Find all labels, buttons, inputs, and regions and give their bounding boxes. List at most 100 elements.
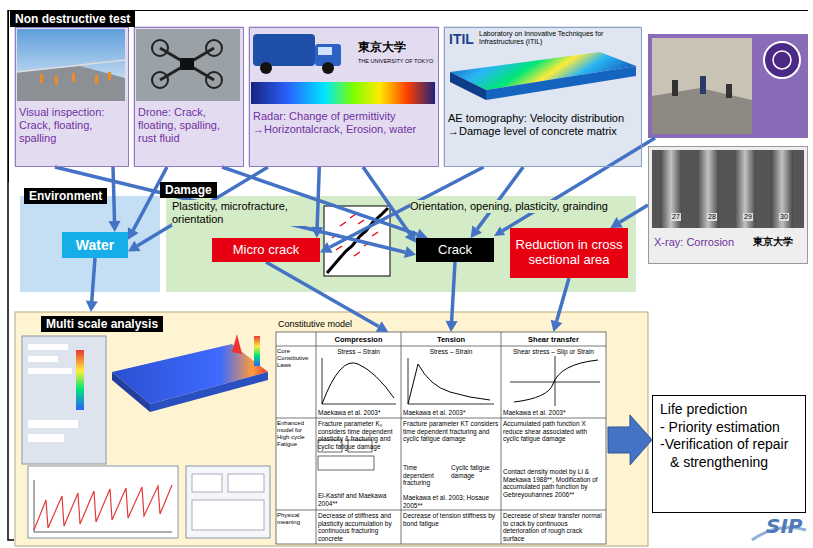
citation: Contact density model by Li & Maekawa 19…	[503, 468, 604, 498]
section-tab: Damage	[160, 182, 217, 198]
scale-number: 28	[707, 213, 717, 221]
citation: Maekawa et al. 2003; Hosaue 2005**	[403, 494, 499, 509]
background-illustration	[672, 80, 678, 96]
cell-text: Time dependent fracturing	[403, 464, 449, 487]
table-title: Constitutive model	[278, 319, 352, 330]
background-illustration	[17, 66, 125, 101]
background-illustration	[276, 332, 606, 544]
method-caption: Radar: Change of permittivity →Horizonta…	[253, 110, 435, 136]
scale-number: 29	[743, 213, 753, 221]
logo-text: ITIL	[449, 31, 474, 48]
background-illustration	[14, 26, 128, 166]
logo-text: SIP	[766, 514, 803, 538]
citation: El-Kashif and Maekawa 2004**	[318, 492, 399, 507]
background-illustration	[136, 29, 240, 101]
column-header: Tension	[401, 332, 501, 346]
background-illustration	[248, 26, 438, 166]
background-illustration	[206, 40, 222, 56]
damage-box: Micro crack	[212, 238, 320, 262]
column-header: Shear transfer	[501, 332, 606, 346]
annotation: Plasticity, microfracture, orientation	[172, 200, 304, 226]
background-illustration	[186, 466, 270, 538]
connector-arrow	[311, 167, 323, 238]
box-label: Crack	[438, 242, 472, 258]
background-illustration	[503, 138, 656, 231]
background-illustration	[253, 34, 315, 66]
logo-text: THE UNIVERSITY OF TOKYO	[358, 58, 438, 65]
connector-arrow	[128, 167, 167, 240]
background-illustration	[34, 485, 172, 530]
arrow-head	[311, 227, 323, 238]
result-item: -Verification of repair & strengthening	[660, 436, 798, 471]
background-illustration	[28, 356, 58, 362]
connector-line	[363, 167, 410, 234]
section-tab: Multi scale analysis	[41, 316, 163, 332]
background-illustration	[28, 368, 72, 374]
box-label: Micro crack	[233, 242, 299, 258]
block-arrow	[608, 415, 652, 465]
logo-text: 東京大学	[358, 40, 406, 54]
cell-text: Decrease of shear transfer normal to cra…	[503, 512, 604, 542]
cell-text: Decrease of stiffness and plasticity acc…	[318, 512, 399, 542]
background-illustration	[254, 336, 260, 366]
background-illustration	[251, 82, 435, 104]
method-box: X-ray: Corrosion 27 28 29 30 東京大学	[648, 146, 808, 264]
section-frame: Non destructive testVisual inspection: C…	[8, 10, 808, 182]
method-box: Laboratory on Innovative Techniques for …	[444, 27, 642, 167]
scale-number: 30	[779, 213, 789, 221]
background-illustration	[652, 88, 752, 134]
citation: Maekawa et al. 2003*	[318, 409, 399, 417]
column-title: Compression	[335, 335, 383, 344]
section-tab: Non destructive test	[10, 11, 135, 27]
arrow-head	[446, 321, 458, 332]
background-illustration	[108, 72, 111, 80]
logo-text: 東京大学	[753, 236, 793, 248]
background-illustration	[34, 480, 172, 532]
background-illustration	[152, 40, 168, 56]
row-header: Physical meaning	[277, 512, 315, 526]
column-title: Shear transfer	[528, 335, 579, 344]
citation: Maekawa et al. 2003*	[403, 409, 499, 417]
box-label: Water	[76, 237, 114, 254]
arrow-head	[404, 246, 416, 258]
row-header: Enhanced model for High cycle Fatigue	[277, 420, 315, 448]
background-illustration	[152, 72, 168, 88]
environment-box: Water	[62, 232, 128, 258]
method-box: Visual inspection: Crack, floating, spal…	[15, 27, 129, 167]
lab-name: Laboratory on Innovative Techniques for …	[479, 30, 637, 46]
method-caption: X-ray: Corrosion	[654, 236, 734, 249]
background-illustration	[17, 29, 125, 101]
background-illustration	[700, 76, 706, 94]
damage-box: Reduction in cross sectional area	[510, 228, 628, 278]
section-tab: Environment	[24, 188, 107, 204]
background-illustration	[494, 227, 505, 237]
scale-number: 27	[671, 213, 681, 221]
background-illustration	[660, 150, 682, 228]
background-illustration	[55, 76, 58, 85]
background-illustration	[160, 48, 214, 80]
connector-arrow	[86, 258, 98, 312]
connector-arrow	[108, 167, 120, 232]
background-illustration	[180, 58, 194, 70]
background-illustration	[697, 150, 719, 228]
method-caption: Drone: Crack, floating, spalling, rust f…	[138, 106, 240, 146]
citation: Maekawa et al. 2003*	[503, 409, 604, 417]
connector-line	[317, 167, 319, 227]
background-illustration	[76, 350, 84, 410]
background-illustration	[648, 146, 808, 264]
connector-line	[266, 262, 379, 327]
column-title: Tension	[437, 335, 465, 344]
background-illustration	[318, 47, 332, 55]
background-illustration	[450, 72, 486, 100]
background-illustration	[112, 372, 150, 412]
cell-text: Stress – Strain	[318, 348, 399, 356]
background-illustration	[652, 38, 752, 134]
connector-line	[477, 167, 523, 229]
cell-text: Shear stress – Slip or Strain	[503, 348, 604, 356]
background-illustration	[276, 332, 606, 544]
background-illustration	[322, 62, 334, 74]
connector-line	[113, 167, 114, 221]
background-illustration	[514, 360, 598, 402]
background-illustration	[192, 474, 222, 492]
